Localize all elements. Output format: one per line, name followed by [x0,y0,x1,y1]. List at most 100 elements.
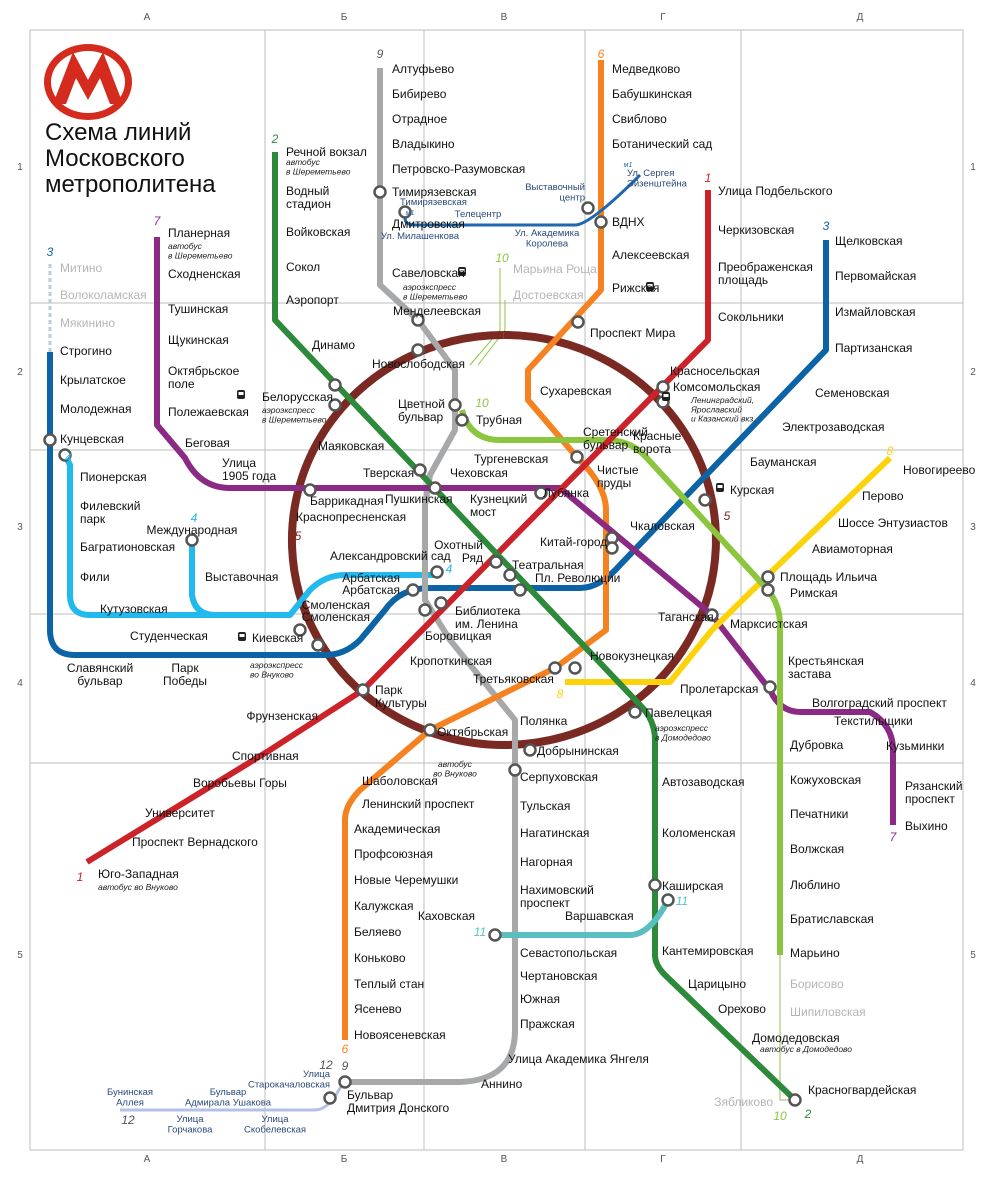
transfer-station-marker[interactable] [705,608,719,622]
station-label[interactable]: Тушинская [168,302,228,316]
station-label[interactable]: Кунцевская [60,432,124,446]
station-label[interactable]: Севастопольская [520,946,617,960]
station-label[interactable]: Крылатское [60,373,126,387]
station-label[interactable]: Строгино [60,344,112,358]
station-label[interactable]: Владыкино [392,137,455,151]
station-label[interactable]: Профсоюзная [354,847,433,861]
transfer-station-marker[interactable] [58,448,72,462]
station-label[interactable]: Выхино [905,819,948,833]
station-label[interactable]: Серпуховская [520,770,598,784]
station-label[interactable]: Ясенево [354,1002,402,1016]
station-label[interactable]: Тульская [520,799,570,813]
station-label[interactable]: Площадь Ильича [780,570,877,584]
station-label[interactable]: Баррикадная [310,494,384,508]
station-label[interactable]: Спортивная [232,749,299,763]
station-label[interactable]: Китай-город [540,535,607,549]
transfer-station-marker[interactable] [423,723,437,737]
planned-station-label[interactable]: Шипиловская [790,1005,866,1019]
station-label[interactable]: Международная [147,523,238,537]
station-label[interactable]: Кутузовская [100,602,168,616]
station-label[interactable]: Академическая [354,822,440,836]
transfer-station-marker[interactable] [763,680,777,694]
station-label[interactable]: Савеловская [392,266,465,280]
station-label[interactable]: Проспект Мира [590,326,676,340]
station-label[interactable]: Первомайская [835,269,916,283]
station-label[interactable]: Смоленская [302,610,370,624]
station-label[interactable]: Чеховская [450,466,508,480]
transfer-station-marker[interactable] [523,743,537,757]
transfer-station-marker[interactable] [303,483,317,497]
station-label[interactable]: Алтуфьево [392,62,455,76]
station-label[interactable]: Тургеневская [474,452,548,466]
station-label[interactable]: Шоссе Энтузиастов [838,516,948,530]
station-label[interactable]: Таганская [658,610,714,624]
station-label[interactable]: Каховская [418,909,475,923]
station-label[interactable]: Полежаевская [168,405,249,419]
station-label[interactable]: Тимирязевская [400,197,467,208]
station-label[interactable]: Тверская [363,466,414,480]
transfer-station-marker[interactable] [328,378,342,392]
transfer-station-marker[interactable] [761,570,775,584]
transfer-station-marker[interactable] [698,493,712,507]
transfer-station-marker[interactable] [311,638,325,652]
transfer-station-marker[interactable] [534,486,548,500]
station-label[interactable]: Фрунзенская [246,709,318,723]
station-label[interactable]: Сокол [286,260,320,274]
transfer-station-marker[interactable] [488,928,502,942]
station-label[interactable]: Кузьминки [886,739,944,753]
station-label[interactable]: Лубянка [543,486,589,500]
station-label[interactable]: Ленинский проспект [362,797,475,811]
station-label[interactable]: Рижская [612,281,659,295]
transfer-station-marker[interactable] [594,215,608,229]
station-label[interactable]: Боровицкая [425,629,492,643]
station-label[interactable]: Краснопресненская [296,510,406,524]
station-label[interactable]: Беговая [185,436,230,450]
station-label[interactable]: Партизанская [835,341,912,355]
transfer-station-marker[interactable] [373,185,387,199]
station-label[interactable]: Белорусская [262,390,333,404]
line-m1-route[interactable] [403,173,642,227]
station-label[interactable]: Аэропорт [286,293,339,307]
planned-station-label[interactable]: Марьина Роща [513,262,597,276]
transfer-station-marker[interactable] [430,565,444,579]
transfer-station-marker[interactable] [293,623,307,637]
planned-station-label[interactable]: Митино [60,261,103,275]
station-label[interactable]: Арбатская [342,583,400,597]
station-label[interactable]: Тимирязевская [392,185,476,199]
transfer-station-marker[interactable] [605,541,619,555]
station-label[interactable]: Новогиреево [903,463,976,477]
station-label[interactable]: Бабушкинская [612,87,692,101]
transfer-station-marker[interactable] [428,481,442,495]
planned-station-label[interactable]: Мякинино [60,316,115,330]
station-label[interactable]: Братиславская [790,912,874,926]
station-label[interactable]: Аннино [481,1077,523,1091]
line-3-route[interactable] [47,240,829,658]
station-label[interactable]: Чертановская [520,969,597,983]
transfer-station-marker[interactable] [413,463,427,477]
station-label[interactable]: Комсомольская [673,380,760,394]
station-label[interactable]: Дмитровская [392,217,465,231]
planned-station-label[interactable]: Волоколамская [60,288,147,302]
station-label[interactable]: Юго-Западная [98,867,179,881]
station-label[interactable]: Новослободская [372,357,465,371]
planned-station-label[interactable]: Достоевская [513,288,584,302]
station-label[interactable]: Проспект Вернадского [132,835,258,849]
station-label[interactable]: Домодедовская [752,1031,840,1045]
station-label[interactable]: Пушкинская [385,492,453,506]
station-label[interactable]: Кожуховская [790,773,861,787]
station-label[interactable]: Багратионовская [80,540,175,554]
station-label[interactable]: Римская [790,586,838,600]
transfer-station-marker[interactable] [411,313,425,327]
transfer-station-marker[interactable] [548,661,562,675]
station-label[interactable]: Улица Подбельского [718,184,833,198]
